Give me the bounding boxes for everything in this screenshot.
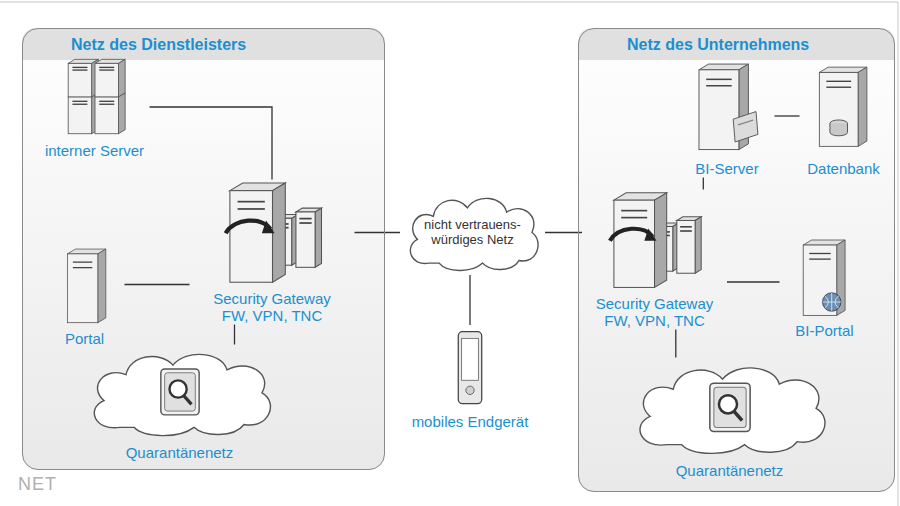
device-icon [45, 245, 125, 327]
connector-line [703, 178, 704, 190]
network-region: Netz des UnternehmensBI-Server DatenbankS… [578, 28, 895, 492]
region-fill [578, 28, 895, 492]
region-header-band [578, 28, 895, 60]
node-label: Security Gateway FW, VPN, TNC [587, 295, 722, 330]
node-label: Quarantänenetz [676, 462, 784, 479]
frame-line [898, 2, 899, 506]
device-icon [780, 235, 870, 319]
node-label: Datenbank [807, 160, 880, 177]
portal-node: Portal [45, 245, 125, 348]
connector-line [545, 232, 582, 233]
node-label: Security Gateway FW, VPN, TNC [205, 290, 340, 325]
connector-line [234, 325, 235, 345]
region-heading: Netz des Unternehmens [627, 36, 884, 54]
untrusted-cloud: nicht vertrauens- würdiges Netz [400, 190, 545, 275]
node-label: BI-Portal [795, 322, 853, 339]
mobile-device: mobiles Endgerät [400, 325, 540, 430]
connector-line [150, 107, 273, 180]
connector-line [469, 275, 470, 325]
region-heading: Netz des Dienstleisters [71, 36, 374, 54]
quarantine-icon [625, 358, 835, 459]
quarantine-icon [80, 345, 280, 441]
node-label: BI-Server [695, 160, 758, 177]
region-fill [22, 28, 385, 470]
security-gateway: Security Gateway FW, VPN, TNC [190, 180, 355, 325]
bi-portal-node: BI-Portal [780, 235, 870, 340]
connector-line [775, 115, 800, 116]
device-icon [190, 180, 355, 287]
connector-line [727, 281, 780, 282]
device-icon [400, 325, 540, 409]
connector-line [125, 284, 190, 285]
node-label: mobiles Endgerät [412, 413, 529, 430]
device-icon [680, 55, 775, 157]
frame-line [0, 2, 898, 3]
device-icon [582, 190, 727, 292]
cloud-label: nicht vertrauens- würdiges Netz [414, 218, 532, 248]
connector-line [355, 232, 401, 233]
network-region: Netz des Dienstleisters interner ServerPo… [22, 28, 385, 470]
database-node: Datenbank [800, 55, 888, 178]
node-label: interner Server [45, 142, 144, 159]
node-label: Portal [65, 330, 104, 347]
device-icon [40, 55, 150, 139]
security-gateway: Security Gateway FW, VPN, TNC [582, 190, 727, 330]
node-label: Quarantänenetz [126, 444, 234, 461]
quarantine-cloud: Quarantänenetz [625, 358, 835, 480]
watermark: NET [18, 474, 57, 495]
device-icon [800, 55, 888, 157]
server-icon-node: interner Server [40, 55, 150, 160]
connector-line [675, 330, 676, 358]
quarantine-cloud: Quarantänenetz [80, 345, 280, 462]
bi-server-node: BI-Server [680, 55, 775, 178]
region-header-band [22, 28, 385, 60]
